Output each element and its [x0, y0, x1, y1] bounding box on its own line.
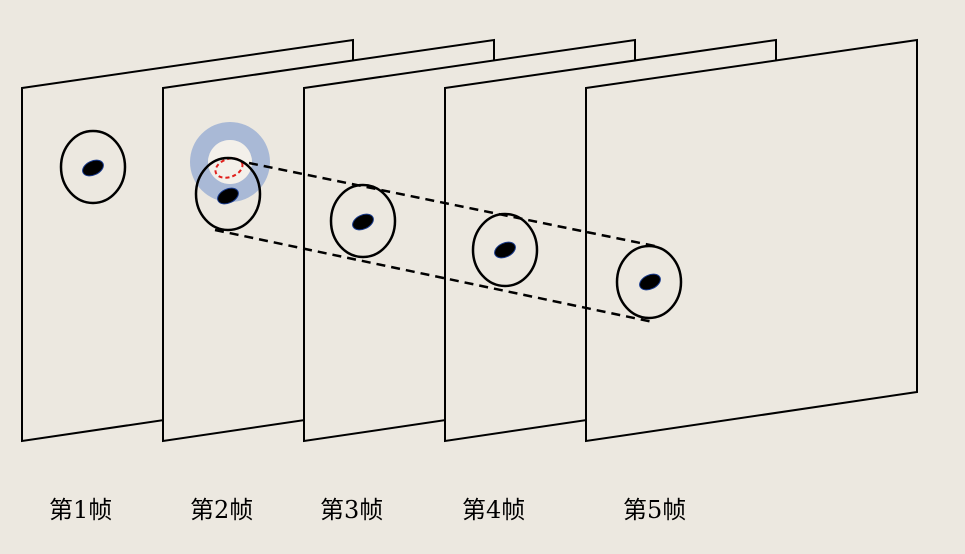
- frame-3-detection-circle: [329, 183, 397, 259]
- frame-5-panel: [585, 38, 918, 443]
- frame-5-label: 第5帧: [623, 496, 687, 524]
- frame-4-label: 第4帧: [462, 496, 526, 524]
- frame-3-label: 第3帧: [320, 496, 384, 524]
- frame-2-target-blob: [217, 187, 239, 205]
- frame-1-label: 第1帧: [49, 496, 113, 524]
- frame-2-label: 第2帧: [190, 496, 254, 524]
- frame-5-plane: [585, 38, 918, 443]
- predicted-position-ellipse: [214, 157, 244, 179]
- frame-4-detection-circle: [471, 212, 539, 288]
- frame-1-target-blob: [82, 159, 104, 177]
- track-upper-dashed-line: [248, 161, 656, 248]
- frame-4-target-blob: [494, 241, 516, 259]
- frame-1-detection-circle: [59, 129, 127, 205]
- frame-5-target-blob: [639, 273, 661, 291]
- search-region-center: [208, 140, 252, 184]
- frame-3-target-blob: [352, 213, 374, 231]
- frame-2-detection-circle: [194, 156, 262, 232]
